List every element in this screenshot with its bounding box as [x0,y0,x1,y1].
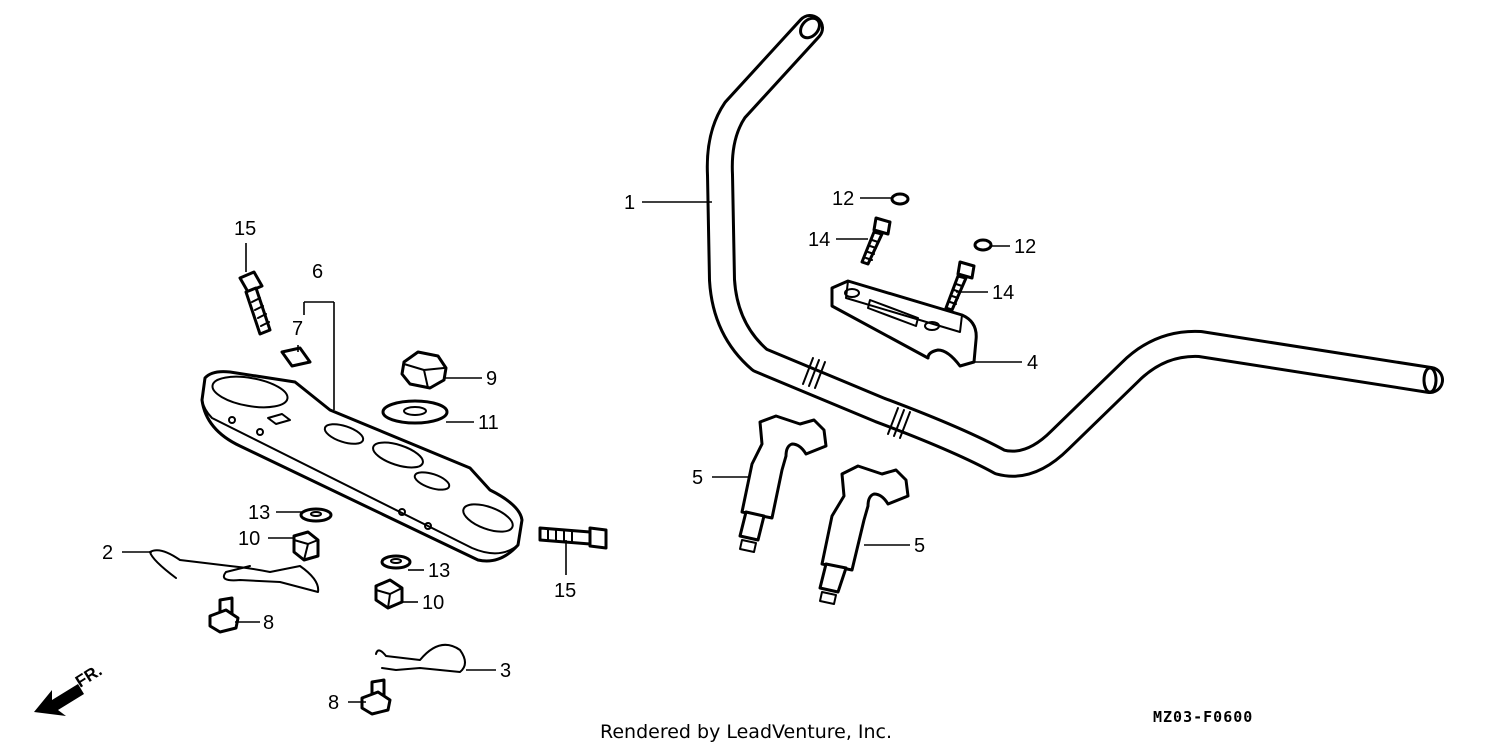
part-clip-bolt-left[interactable] [208,596,240,634]
callout-14-upper: 14 [808,229,830,251]
callout-9: 9 [486,368,497,390]
callout-11: 11 [478,412,499,434]
callout-14-lower: 14 [992,282,1014,304]
part-plate[interactable] [280,346,312,368]
part-holder-bolt-lower[interactable] [944,260,976,312]
callout-8-left: 8 [263,612,274,634]
part-stem-nut[interactable] [400,350,448,390]
callout-10-right: 10 [422,592,444,614]
diagram-code: MZ03-F0600 [1153,708,1253,726]
part-handlebar[interactable] [705,14,1444,478]
callout-13-right: 13 [428,560,450,582]
part-nut-left[interactable] [292,530,320,562]
callout-3: 3 [500,660,511,682]
callout-10-left: 10 [238,528,260,550]
part-washer[interactable] [381,399,449,425]
part-cable-clip-right[interactable] [375,643,466,673]
callout-12-lower: 12 [1014,236,1036,258]
part-riser-left[interactable] [738,414,828,553]
callout-13-left: 13 [248,502,270,524]
part-top-bridge[interactable] [200,370,524,563]
callout-15-lower: 15 [554,580,576,602]
callout-5-left: 5 [692,467,703,489]
callout-2: 2 [102,542,113,564]
callout-labels: 1 2 3 4 5 5 6 7 8 8 9 10 10 11 12 12 13 … [102,188,1038,714]
part-bolt-cap-upper[interactable] [890,192,910,206]
callout-7: 7 [292,318,303,340]
part-pinch-bolt-upper[interactable] [238,270,272,336]
callout-8-right: 8 [328,692,339,714]
knurl-band-right [887,407,911,439]
callout-4: 4 [1027,352,1038,374]
render-credit: Rendered by LeadVenture, Inc. [600,721,892,743]
part-pinch-bolt-lower[interactable] [538,526,608,550]
part-small-washer-left[interactable] [299,507,333,523]
part-bolt-cap-lower[interactable] [973,238,993,252]
part-riser-right[interactable] [818,464,910,605]
part-cable-clip-left[interactable] [149,549,320,593]
callout-6: 6 [312,261,323,283]
callout-1: 1 [624,192,635,214]
part-small-washer-right[interactable] [380,554,412,570]
callout-15-upper: 15 [234,218,256,240]
knurl-band-left [802,357,826,389]
callout-12-upper: 12 [832,188,854,210]
part-nut-right[interactable] [374,578,404,610]
leader-lines [122,197,1022,703]
part-clip-bolt-right[interactable] [360,678,392,716]
part-holder-bolt-upper[interactable] [860,216,892,266]
front-direction-indicator: FR. [34,661,105,716]
front-arrow-icon [34,684,84,716]
callout-5-right: 5 [914,535,925,557]
part-upper-holder[interactable] [830,279,978,368]
